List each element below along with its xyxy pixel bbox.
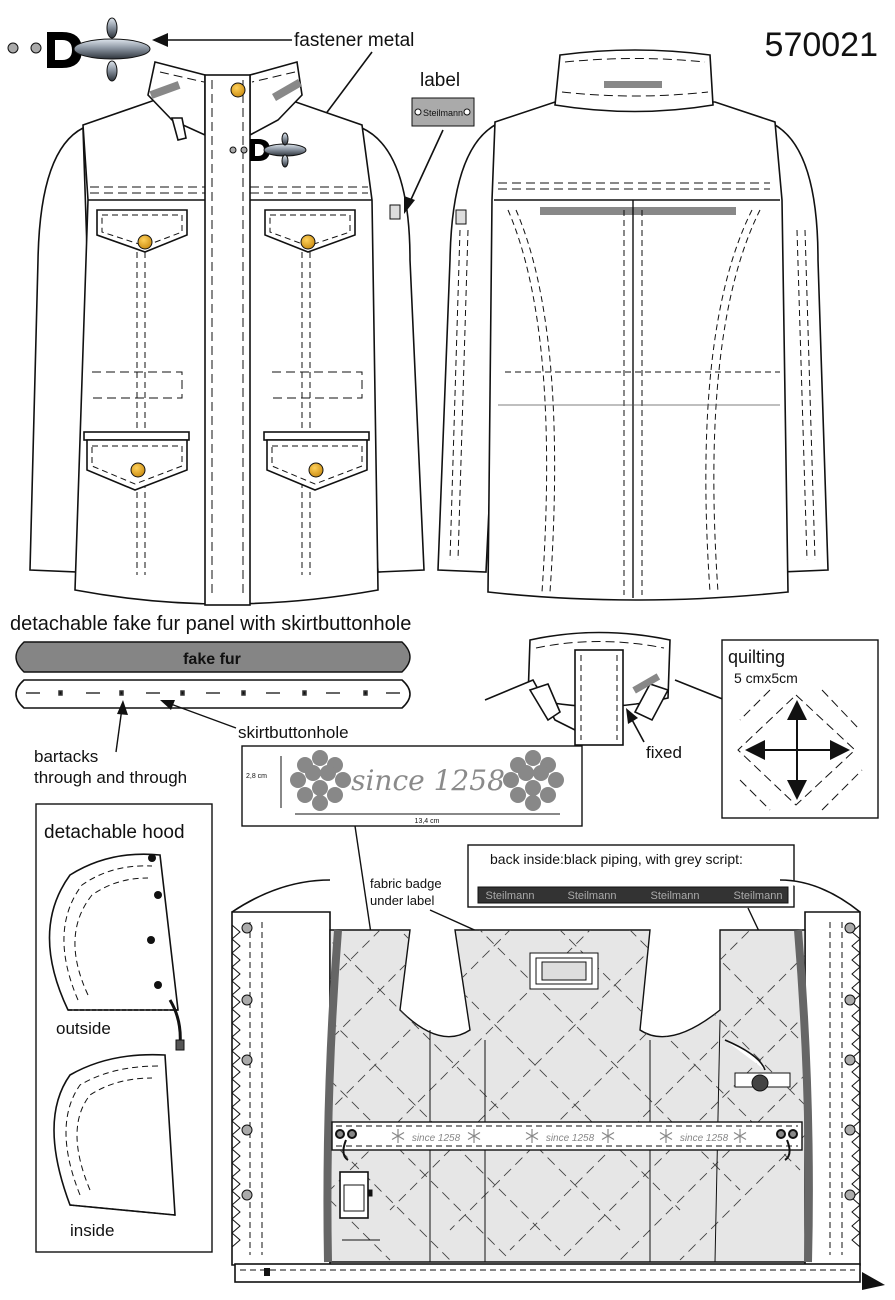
fake-fur-strip <box>15 641 411 673</box>
badge-script: since 1258 <box>351 764 505 797</box>
snowflake-icon-left <box>290 750 351 811</box>
back-view-jacket <box>437 49 829 601</box>
piping-text-4: Steilmann <box>734 890 783 902</box>
piping-text-1: Steilmann <box>486 890 535 902</box>
snowflake-icon-right <box>503 750 564 811</box>
fabric-badge-label-1: fabric badge <box>370 876 442 891</box>
label-title: label <box>420 70 460 91</box>
style-number: 570021 <box>765 26 878 64</box>
piping-text-2: Steilmann <box>568 890 617 902</box>
badge-width: 13,4 cm <box>415 818 440 825</box>
fastener-metal-label: fastener metal <box>294 30 414 51</box>
bartacks-label-1: bartacks <box>34 747 98 766</box>
fake-fur-label: fake fur <box>183 651 241 668</box>
quilting-label: quilting <box>728 647 785 667</box>
front-view-jacket <box>29 60 425 606</box>
svg-text:since 1258: since 1258 <box>412 1133 461 1144</box>
skirtbuttonhole-label: skirtbuttonhole <box>238 723 349 742</box>
badge-height: 2,8 cm <box>246 773 267 780</box>
collar-detail <box>484 631 726 746</box>
buttonhole-strip <box>15 679 411 709</box>
back-inside-note: back inside:black piping, with grey scri… <box>490 851 743 867</box>
fabric-badge-label-2: under label <box>370 893 434 908</box>
bartacks-label-2: through and through <box>34 768 187 787</box>
quilting-size-label: 5 cmx5cm <box>734 670 798 686</box>
inside-label: inside <box>70 1221 114 1240</box>
lining-inside-view: since 1258 since 1258 since 1258 <box>231 879 885 1290</box>
fixed-label: fixed <box>646 743 682 762</box>
svg-text:since 1258: since 1258 <box>680 1133 729 1144</box>
quilting-diagram <box>737 689 863 811</box>
label-tag-text: Steilmann <box>423 108 463 118</box>
detachable-hood-title: detachable hood <box>44 822 185 843</box>
fake-fur-panel-title: detachable fake fur panel with skirtbutt… <box>10 613 411 635</box>
svg-text:since 1258: since 1258 <box>546 1133 595 1144</box>
buttonhole-marks <box>26 690 400 696</box>
piping-strip <box>477 886 789 904</box>
fastener-metal-icon <box>7 17 151 82</box>
hood-inside-drawing <box>53 1053 176 1216</box>
piping-text-3: Steilmann <box>651 890 700 902</box>
hood-outside-drawing <box>48 853 185 1051</box>
outside-label: outside <box>56 1019 111 1038</box>
collar-fastener-icon <box>229 132 307 168</box>
